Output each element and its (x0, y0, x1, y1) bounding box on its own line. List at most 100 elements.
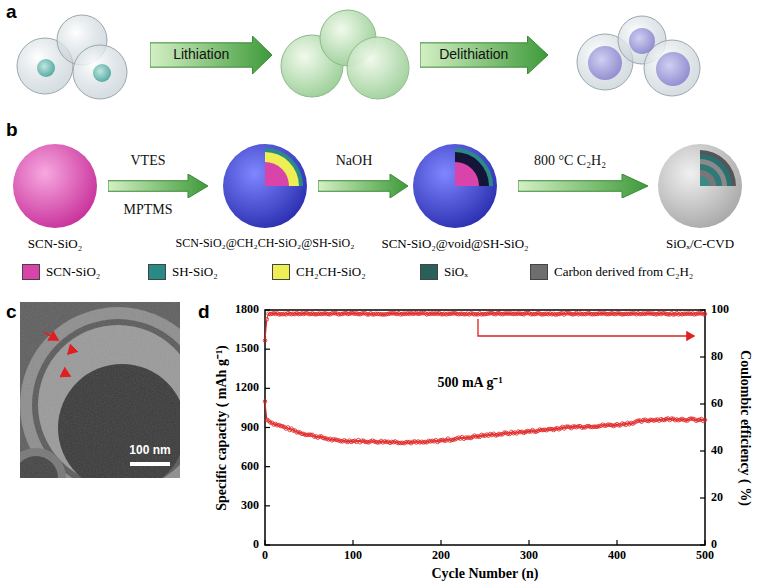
tick-label: 100 (344, 549, 362, 563)
legend-swatch (148, 264, 166, 280)
current-density-note: 500 mA g⁻¹ (437, 375, 502, 391)
lithiated-spheres (281, 10, 409, 99)
figure-part (223, 144, 307, 228)
tick-label: 200 (432, 549, 450, 563)
axis-tick (700, 450, 705, 451)
legend-item: CH₂CH-SiO₂ (272, 264, 366, 280)
figure-part (37, 59, 55, 77)
figure-part (455, 152, 489, 186)
tick-label: 600 (241, 460, 259, 474)
scn-sio2-sphere (13, 144, 97, 228)
arrow-body (420, 36, 548, 74)
scale-bar-label: 100 nm (129, 444, 170, 458)
arrow-label: NaOH (318, 153, 390, 168)
legend-text: CH₂CH-SiO₂ (296, 264, 366, 280)
figure-part (700, 159, 727, 186)
figure-part (265, 148, 303, 186)
axis-tick (700, 403, 705, 404)
arrow-body (108, 174, 208, 198)
arrow-label: Lithiation (150, 47, 252, 62)
tick-label: 0 (262, 549, 268, 563)
figure-part (455, 162, 479, 186)
legend-swatch (530, 264, 548, 280)
figure-part (700, 154, 732, 186)
tick-label: 100 (711, 303, 729, 317)
arrow-shape (518, 174, 648, 198)
legend-swatch (22, 264, 40, 280)
data-marker (703, 418, 707, 422)
legend-item: SiOₓ (420, 264, 468, 280)
axis-tick (265, 388, 270, 389)
axis-tick (265, 349, 270, 350)
axis-tick (265, 544, 270, 545)
yolk-shell-sphere (413, 144, 497, 228)
reaction-arrow: NaOH (318, 150, 408, 200)
legend-text: SCN-SiO₂ (46, 264, 100, 280)
tick-label: 300 (520, 549, 538, 563)
arrow-body (518, 174, 648, 198)
data-marker (263, 400, 267, 404)
figure-part (44, 332, 58, 340)
figure-part (20, 302, 180, 478)
figure-part (700, 150, 736, 186)
reaction-arrow: VTESMPTMS (108, 150, 208, 224)
tick-label: 0 (253, 538, 259, 552)
tick-label: 1800 (235, 303, 259, 317)
tick-label: 1500 (235, 342, 259, 356)
panel-letter: b (6, 119, 18, 141)
data-marker (265, 318, 269, 322)
arrow-shape (318, 174, 408, 198)
panel-letter: d (198, 301, 210, 323)
figure-part (656, 52, 690, 86)
legend-text: SiOₓ (444, 264, 468, 280)
coated-sphere (223, 144, 307, 228)
arrow-label: 800 °C C₂H₂ (518, 153, 622, 168)
axis-tick (265, 309, 270, 310)
arrow-body (150, 36, 272, 74)
arrow-label: Delithiation (420, 47, 528, 62)
figure-part (265, 162, 289, 186)
axis-tick (440, 540, 441, 545)
legend-swatch (272, 264, 290, 280)
sample-name: SCN-SiO₂@CH₂CH-SiO₂@SH-SiO₂ (176, 237, 355, 251)
sample-name: SiOₓ/C-CVD (666, 237, 734, 252)
arrow-shape (108, 174, 208, 198)
figure-part (62, 372, 70, 376)
siox-c-sphere (658, 144, 742, 228)
figure-part (413, 144, 497, 228)
axis-tick (700, 309, 705, 310)
figure-part (130, 462, 170, 466)
reaction-arrow: 800 °C C₂H₂ (518, 150, 648, 200)
tick-label: 900 (241, 421, 259, 435)
data-marker (263, 339, 267, 343)
legend-text: Carbon derived from C₂H₂ (554, 264, 693, 280)
axis-tick (264, 540, 265, 545)
reaction-arrow: Delithiation (420, 36, 548, 74)
figure-part (700, 176, 710, 186)
figure-part (265, 152, 299, 186)
figure-part (658, 144, 742, 228)
arrow-label: MPTMS (108, 202, 188, 217)
axis-tick (265, 427, 270, 428)
tick-label: 1200 (235, 381, 259, 395)
efficiency-curve (265, 313, 705, 340)
figure-part (68, 348, 74, 354)
tick-label: 500 (696, 549, 714, 563)
tick-label: 400 (608, 549, 626, 563)
axis-title: Coulombic efficiency ( %) (737, 350, 753, 506)
figure-part (13, 144, 97, 228)
figure-part (347, 37, 409, 99)
axis-tick (528, 540, 529, 545)
legend-item: SCN-SiO₂ (22, 264, 100, 280)
reaction-arrow: Lithiation (150, 36, 272, 74)
figure-part (700, 164, 722, 186)
figure-part (265, 310, 705, 545)
axis-tick (352, 540, 353, 545)
tick-label: 300 (241, 499, 259, 513)
panel-letter: c (6, 301, 17, 323)
tick-label: 80 (711, 350, 723, 364)
sample-name: SCN-SiO₂@void@SH-SiO₂ (381, 237, 528, 252)
figure-part (20, 302, 180, 478)
